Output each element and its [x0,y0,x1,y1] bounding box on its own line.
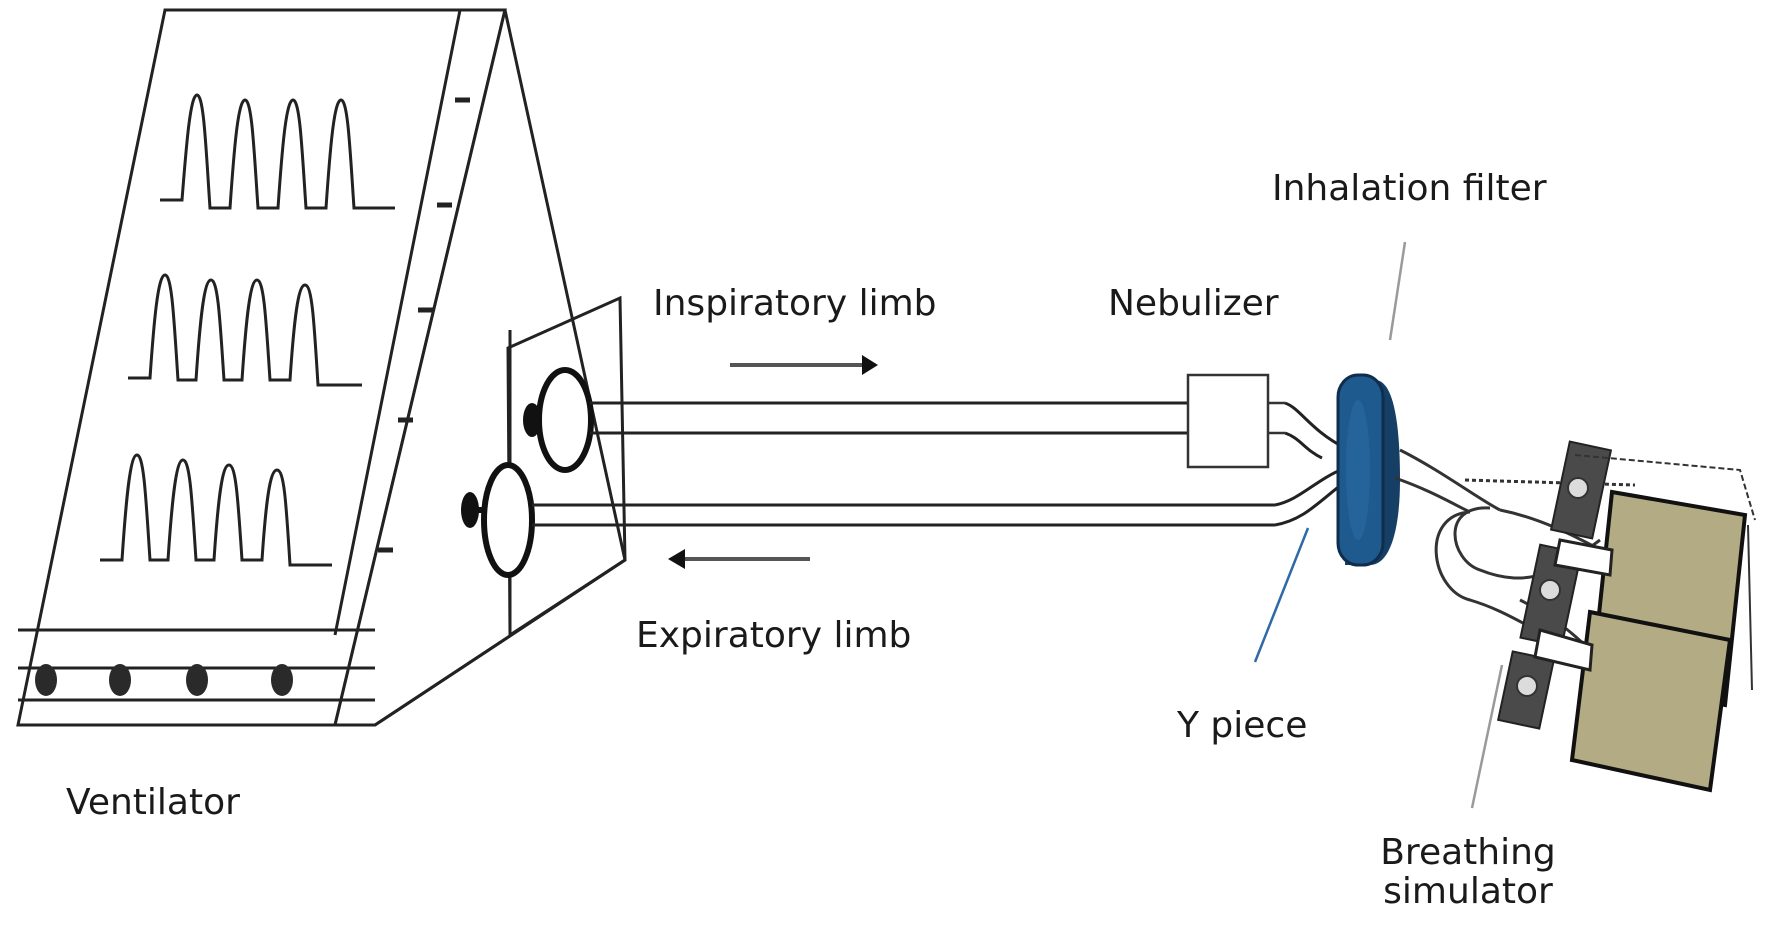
y-piece-pointer [1253,527,1310,663]
breathing-simulator-label-line1: Breathing [1380,832,1556,873]
expiratory-port [461,462,535,578]
expiratory-limb-label: Expiratory limb [636,615,912,656]
nebulizer-label: Nebulizer [1108,283,1279,324]
inspiratory-flow-arrow [730,355,878,375]
pointer-lines [1253,241,1504,809]
inspiratory-tube [590,401,1188,435]
expiratory-tube [532,503,1275,527]
filter-icon [1336,373,1400,567]
breathing-simulator-label: Breathing simulator [1368,832,1568,913]
y-piece-label: Y piece [1177,705,1308,746]
breathing-simulator-icon [1496,440,1756,793]
ventilator-icon [16,8,627,727]
inhalation-filter-pointer [1388,241,1407,341]
inhalation-filter-label: Inhalation filter [1272,168,1547,209]
inspiratory-limb-label: Inspiratory limb [653,283,937,324]
expiratory-flow-arrow [668,549,810,569]
nebulizer-icon [1186,373,1285,469]
ventilator-label: Ventilator [66,782,240,823]
inspiratory-port [523,367,594,473]
breathing-simulator-pointer [1470,664,1504,809]
breathing-simulator-label-line2: simulator [1383,871,1553,913]
